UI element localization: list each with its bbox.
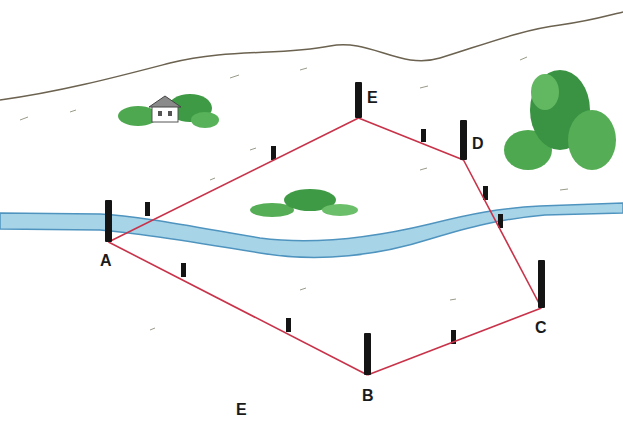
traverse-line: [464, 160, 542, 308]
station-letter: B: [362, 388, 374, 404]
survey-pole: A: [105, 200, 112, 242]
grass-strokes: [20, 57, 568, 330]
station-letter: E: [367, 90, 378, 106]
bushes: [250, 189, 358, 217]
survey-pole: C: [538, 260, 545, 308]
traverse-line: [368, 308, 542, 375]
survey-pole: B: [364, 333, 371, 375]
traverse-stakes: [145, 129, 503, 344]
station-letter: D: [472, 136, 484, 152]
hill-outline: [0, 12, 623, 100]
station-letter: C: [535, 320, 547, 336]
house-with-trees: [118, 94, 219, 128]
traverse-line: [109, 118, 359, 242]
trees: [504, 70, 616, 170]
survey-pole: E: [355, 82, 362, 118]
traverse-line: [359, 118, 464, 160]
station-letter: A: [100, 253, 112, 269]
stray-letter: E: [236, 402, 247, 418]
river: [0, 203, 623, 257]
traverse-line: [109, 242, 368, 375]
survey-pole: D: [460, 120, 467, 160]
